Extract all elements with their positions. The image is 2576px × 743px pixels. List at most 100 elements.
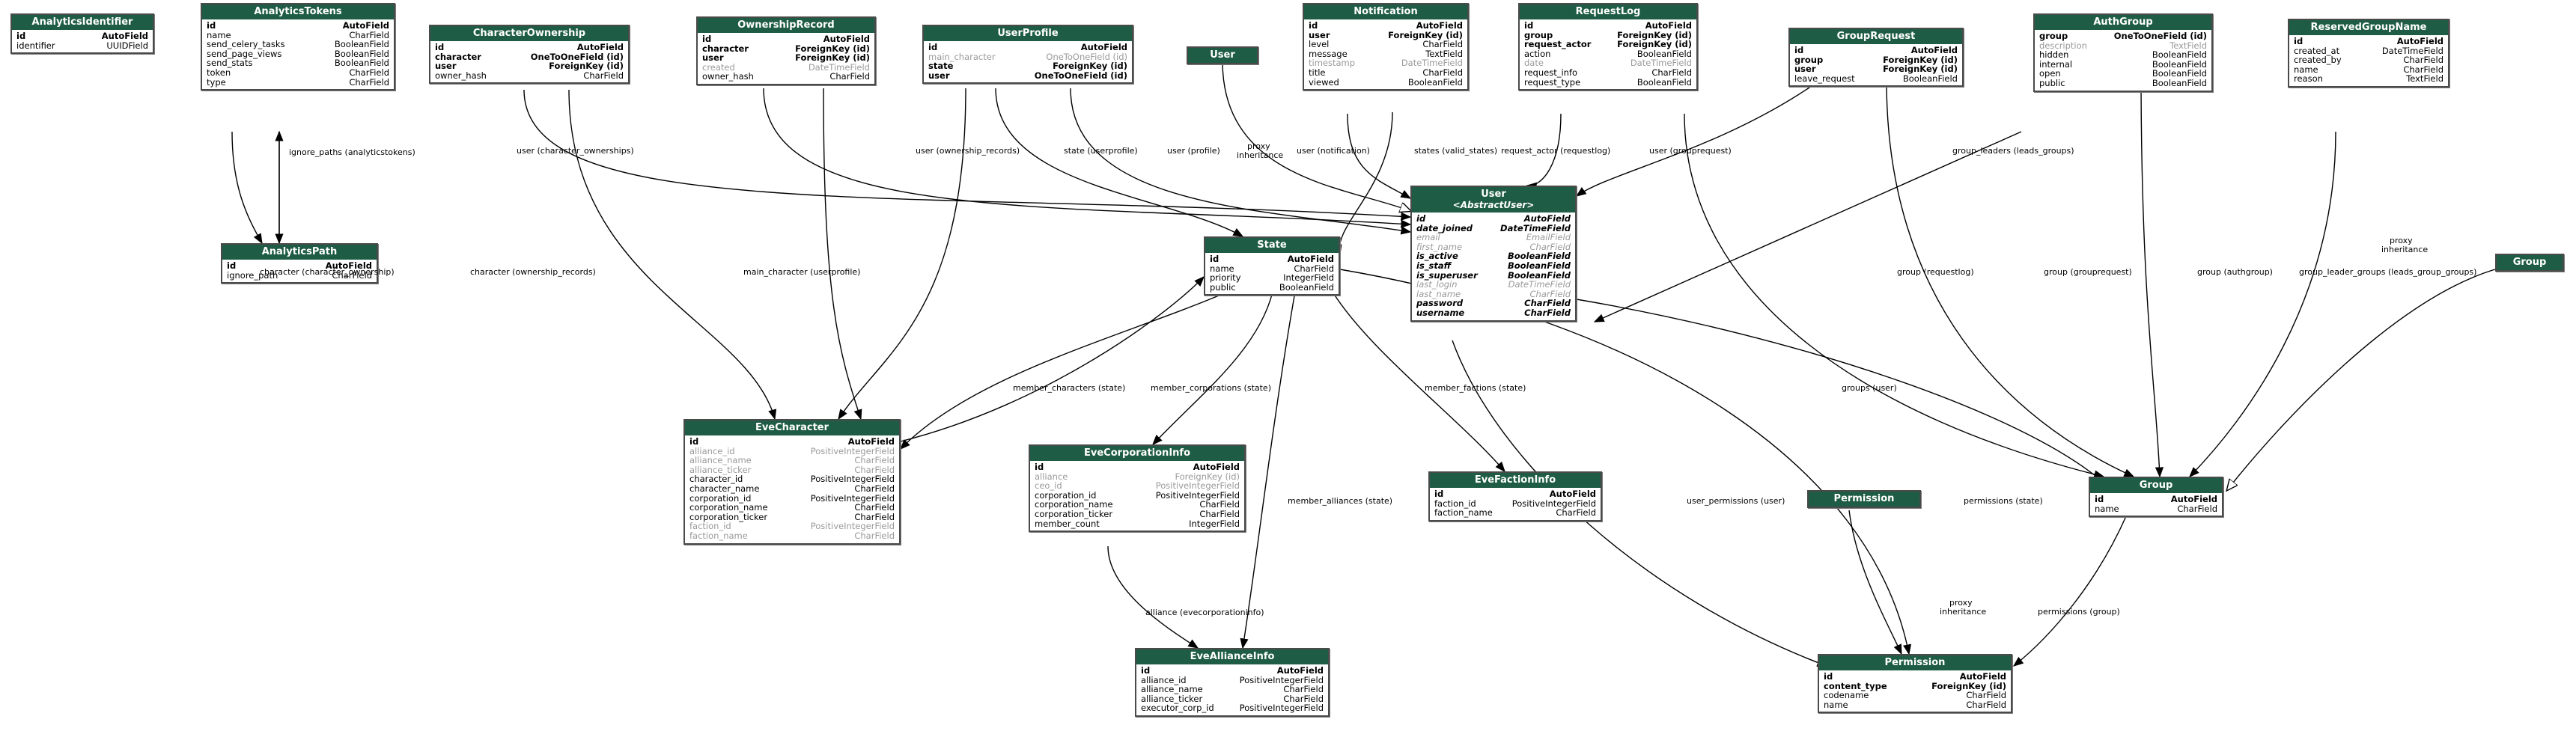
entity-title-reservedgroupname: ReservedGroupName [2289,20,2448,35]
field-type: AutoField [1959,671,2006,682]
field-type: CharField [854,530,895,541]
field-name: corporation_name [689,502,768,513]
entity-subtitle-user_abstract: <AbstractUser> [1452,200,1535,210]
entity-title-user_small: User [1188,48,1257,63]
field-name: date [1524,58,1544,69]
field-type: DateTimeField [808,61,870,73]
field-name: id [1416,213,1426,224]
field-type: ForeignKey (id) [1883,54,1958,65]
entity-permission_plain[interactable]: Permission [1807,490,1921,508]
field-type: CharField [332,269,372,281]
field-name: username [1416,307,1465,318]
field-name: codename [1824,690,1869,701]
field-type: PositiveIntegerField [1155,489,1240,501]
field-name: group [1524,29,1553,40]
field-name: title [1309,67,1326,78]
edge-label: group (requestlog) [1897,267,1974,277]
field-name: character_id [689,474,743,485]
entity-title-analyticsidentifier: AnalyticsIdentifier [12,15,153,30]
edge-label: permissions (group) [2038,607,2120,617]
field-type: CharField [2177,503,2217,514]
edge-label: user (notification) [1297,146,1370,156]
field-type: AutoField [1287,254,1334,264]
field-type: BooleanField [1407,76,1463,88]
entity-title-grouprequest: GroupRequest [1790,29,1962,44]
field-name: owner_hash [702,71,754,82]
field-name: send_page_views [207,48,282,59]
field-name: viewed [1309,76,1339,88]
field-name: alliance [1035,471,1068,482]
field-type: PositiveIntegerField [1239,703,1324,714]
field-name: id [1309,20,1318,31]
field-name: last_login [1416,279,1458,290]
field-type: AutoField [1080,42,1127,52]
entity-user_small[interactable]: User [1187,46,1258,64]
field-name: is_active [1416,251,1458,262]
edge-label: group_leader_groups (leads_group_groups) [2299,267,2477,277]
field-type: AutoField [2396,36,2443,46]
edge-label: ignore_paths (analyticstokens) [289,147,415,157]
field-type: AutoField [342,20,389,31]
entity-group_plain[interactable]: Group [2495,254,2564,272]
field-name: alliance_id [689,445,735,456]
field-name: executor_corp_id [1141,703,1214,714]
field-name: reason [2294,73,2323,85]
field-type: BooleanField [334,48,389,59]
edge-label: user (character_ownerships) [517,146,634,156]
field-type: ForeignKey (id) [1388,29,1463,40]
entity-title-requestlog: RequestLog [1520,4,1696,19]
entity-title-analyticspath: AnalyticsPath [222,245,377,260]
field-type: ForeignKey (id) [795,43,870,54]
field-name: request_type [1524,76,1581,88]
entity-title-notification: Notification [1304,4,1467,19]
field-type: ForeignKey (id) [1617,39,1692,50]
edge-label: member_alliances (state) [1288,496,1393,506]
field-type: CharField [854,502,895,513]
